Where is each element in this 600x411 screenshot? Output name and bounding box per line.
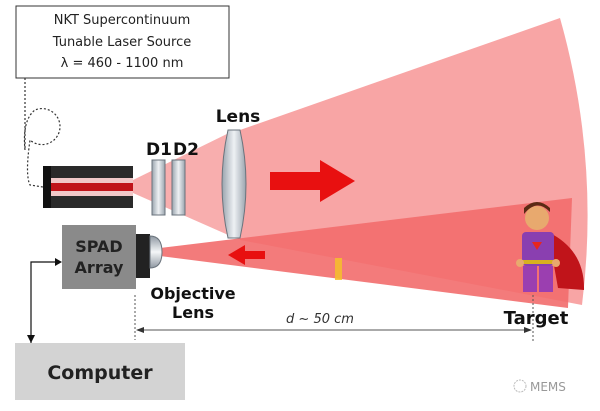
optical-fiber [23, 78, 61, 188]
spad-label-line1: SPAD [75, 237, 122, 256]
spad-array [62, 225, 136, 289]
objective-label-line2: Lens [172, 303, 214, 322]
laser-collimator [43, 166, 133, 208]
objective-lens [149, 235, 163, 269]
dim-arrow-left [136, 327, 144, 333]
objective-label-line1: Objective [150, 284, 235, 303]
yellow-marker [335, 258, 342, 280]
lego-target-figure [516, 202, 585, 292]
source-name-line1: NKT Supercontinuum [54, 13, 191, 28]
wavelength-range: λ = 460 - 1100 nm [61, 56, 184, 71]
return-beam [160, 198, 572, 308]
diffuser-d1 [151, 159, 166, 216]
d2-label: D2 [173, 140, 199, 160]
watermark-text: MEMS [530, 380, 566, 394]
objective-housing [136, 234, 150, 278]
diffuser-d2 [171, 159, 186, 216]
computer-label: Computer [47, 362, 153, 384]
outgoing-arrow [270, 160, 355, 202]
return-arrow [228, 245, 265, 265]
lens [221, 129, 247, 239]
spad-label-line2: Array [75, 258, 124, 277]
watermark-icon [513, 379, 527, 393]
distance-label: d ~ 50 cm [286, 312, 354, 327]
target-label: Target [504, 308, 569, 329]
spad-computer-link [30, 261, 58, 343]
lens-label: Lens [216, 107, 261, 127]
d1-label: D1 [146, 140, 172, 160]
laser-source-box [15, 5, 230, 79]
arrowhead-to-spad [55, 258, 62, 266]
computer-box [15, 343, 185, 400]
source-name-line2: Tunable Laser Source [52, 35, 192, 50]
dim-arrow-right [524, 327, 532, 333]
arrowhead-to-computer [27, 335, 35, 343]
